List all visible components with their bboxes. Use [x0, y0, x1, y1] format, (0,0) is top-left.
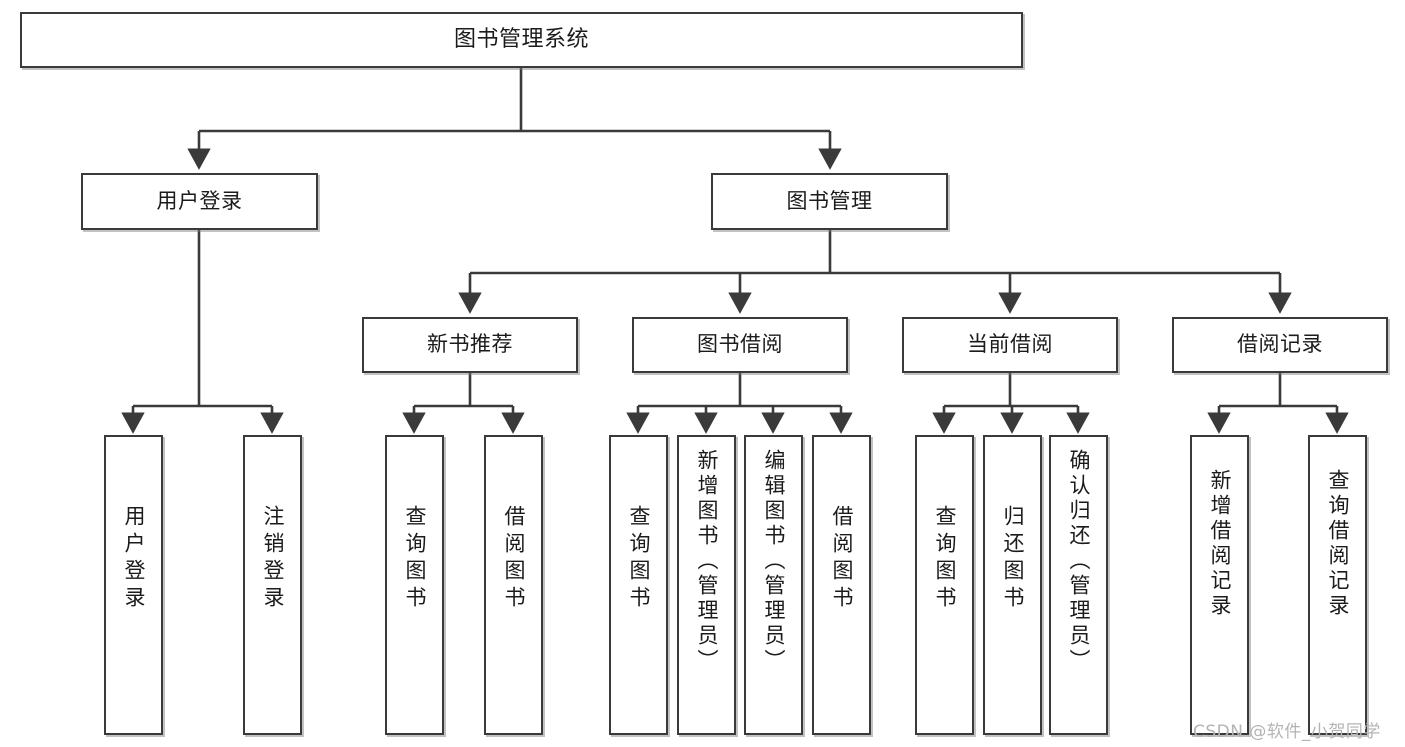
node-leaf-edit-book[interactable]: 编辑图书（管理员）: [744, 435, 803, 735]
node-borrow-record[interactable]: 借阅记录: [1172, 317, 1388, 373]
node-leaf-edit-book-label: 编辑图书（管理员）: [762, 449, 786, 674]
node-leaf-borrow-book-1[interactable]: 借阅图书: [484, 435, 543, 735]
node-new-book-recommend[interactable]: 新书推荐: [362, 317, 578, 373]
node-current-borrow-label: 当前借阅: [967, 332, 1053, 357]
node-leaf-query-book-1-label: 查询图书: [403, 505, 427, 613]
node-leaf-add-book-label: 新增图书（管理员）: [695, 449, 719, 674]
node-leaf-add-borrow-record[interactable]: 新增借阅记录: [1190, 435, 1249, 735]
node-leaf-borrow-book-2-label: 借阅图书: [830, 505, 854, 613]
node-leaf-add-borrow-record-label: 新增借阅记录: [1208, 469, 1232, 619]
node-user-login[interactable]: 用户登录: [81, 173, 318, 230]
node-book-manage-label: 图书管理: [786, 188, 873, 213]
node-leaf-logout[interactable]: 注销登录: [243, 435, 302, 735]
node-root-label: 图书管理系统: [453, 26, 589, 52]
csdn-watermark: CSDN @软件_小贺同学: [1193, 722, 1381, 742]
node-book-borrow[interactable]: 图书借阅: [632, 317, 848, 373]
node-leaf-confirm-return[interactable]: 确认归还（管理员）: [1049, 435, 1108, 735]
node-leaf-query-borrow-record[interactable]: 查询借阅记录: [1308, 435, 1367, 735]
node-leaf-query-book-1[interactable]: 查询图书: [385, 435, 444, 735]
node-leaf-logout-label: 注销登录: [261, 505, 285, 613]
node-new-book-recommend-label: 新书推荐: [427, 332, 513, 357]
node-leaf-borrow-book-2[interactable]: 借阅图书: [812, 435, 871, 735]
node-leaf-return-book[interactable]: 归还图书: [983, 435, 1042, 735]
node-root[interactable]: 图书管理系统: [20, 12, 1023, 68]
node-leaf-query-book-3-label: 查询图书: [933, 505, 957, 613]
node-leaf-confirm-return-label: 确认归还（管理员）: [1067, 449, 1091, 674]
node-borrow-record-label: 借阅记录: [1237, 332, 1323, 357]
node-leaf-return-book-label: 归还图书: [1001, 505, 1025, 613]
node-leaf-query-book-2-label: 查询图书: [627, 505, 651, 613]
node-leaf-query-book-2[interactable]: 查询图书: [609, 435, 668, 735]
node-user-login-label: 用户登录: [156, 188, 243, 213]
node-leaf-user-login[interactable]: 用户登录: [104, 435, 163, 735]
node-leaf-query-borrow-record-label: 查询借阅记录: [1326, 469, 1350, 619]
node-leaf-user-login-label: 用户登录: [122, 505, 146, 613]
node-leaf-borrow-book-1-label: 借阅图书: [502, 505, 526, 613]
node-leaf-query-book-3[interactable]: 查询图书: [915, 435, 974, 735]
node-book-borrow-label: 图书借阅: [697, 332, 783, 357]
node-current-borrow[interactable]: 当前借阅: [902, 317, 1118, 373]
node-book-manage[interactable]: 图书管理: [711, 173, 948, 230]
node-leaf-add-book[interactable]: 新增图书（管理员）: [677, 435, 736, 735]
